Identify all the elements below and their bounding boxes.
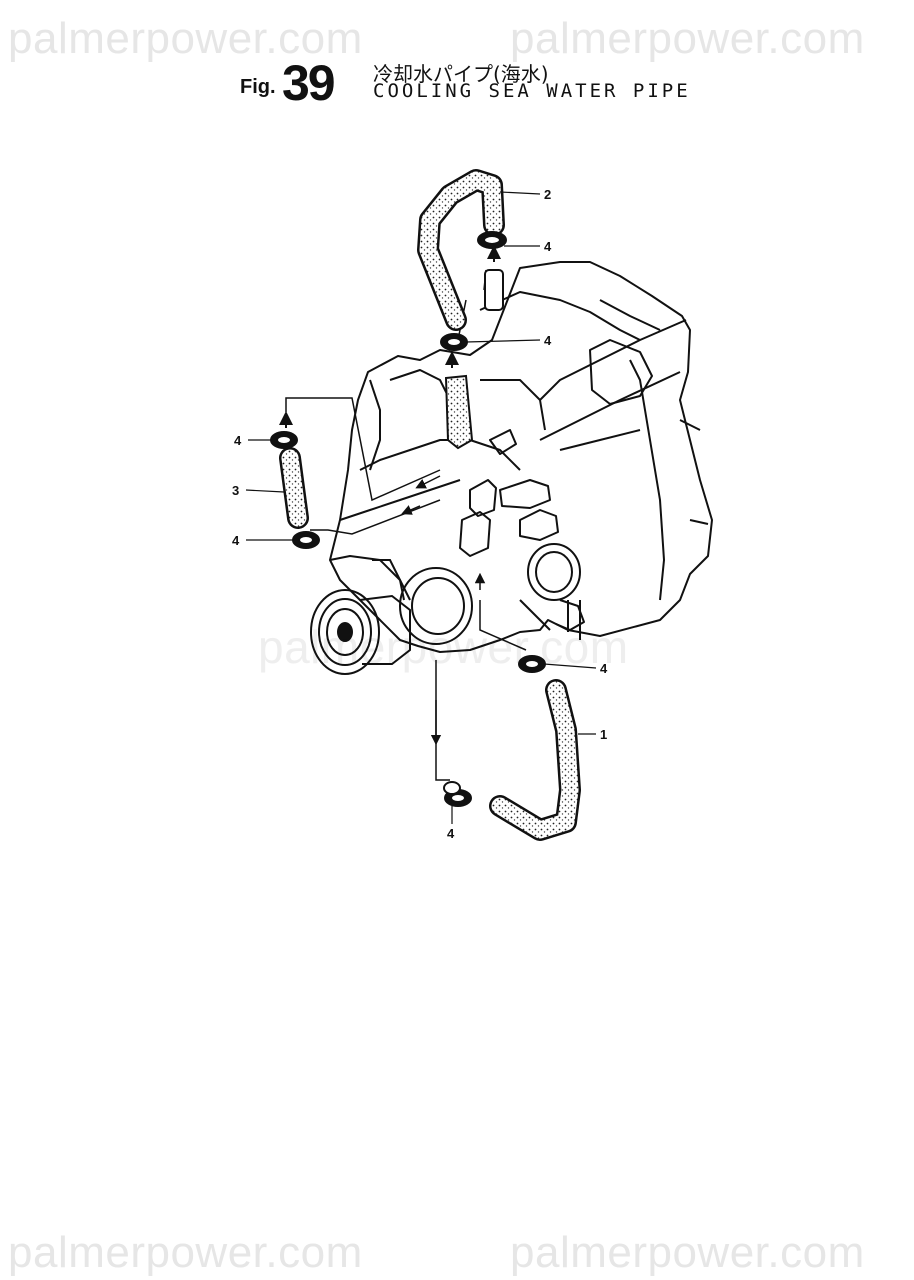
leader-lines (245, 191, 597, 824)
callout-part-3: 3 (232, 483, 239, 498)
watermark-bottom-left: palmerpower.com (8, 1228, 363, 1277)
title-japanese: 冷却水パイプ(海水) (373, 62, 549, 86)
flow-lines (285, 269, 527, 781)
watermark-top-right: palmerpower.com (510, 14, 865, 63)
callout-part-2: 2 (544, 187, 551, 202)
engine-block (329, 261, 713, 653)
engine-outline (329, 261, 713, 653)
hose-part-2 (417, 169, 505, 331)
crankshaft-pulley (310, 559, 411, 675)
watermark-top-left: palmerpower.com (8, 14, 363, 63)
callout-clamp-upper: 4 (544, 333, 552, 348)
callout-clamp-bottom: 4 (447, 826, 455, 841)
callout-part-1: 1 (600, 727, 607, 742)
fig-number: 39 (282, 55, 336, 111)
hose-part-1 (489, 679, 581, 841)
callout-clamp-lower-right: 4 (600, 661, 608, 676)
watermark-bottom-right: palmerpower.com (510, 1228, 865, 1277)
callout-clamp-left-top: 4 (234, 433, 242, 448)
clamp-left-bottom (292, 531, 320, 549)
hose-part-3 (279, 447, 309, 529)
callout-clamp-left-bottom: 4 (232, 533, 240, 548)
fig-label: Fig. (240, 76, 276, 98)
clamp-top (477, 231, 507, 311)
callout-clamp-top: 4 (544, 239, 552, 254)
clamp-left-top (270, 411, 298, 449)
clamp-lower-right (518, 655, 546, 673)
clamp-upper (440, 333, 474, 450)
clamp-bottom (443, 781, 472, 807)
title-english: COOLING SEA WATER PIPE (373, 80, 691, 102)
